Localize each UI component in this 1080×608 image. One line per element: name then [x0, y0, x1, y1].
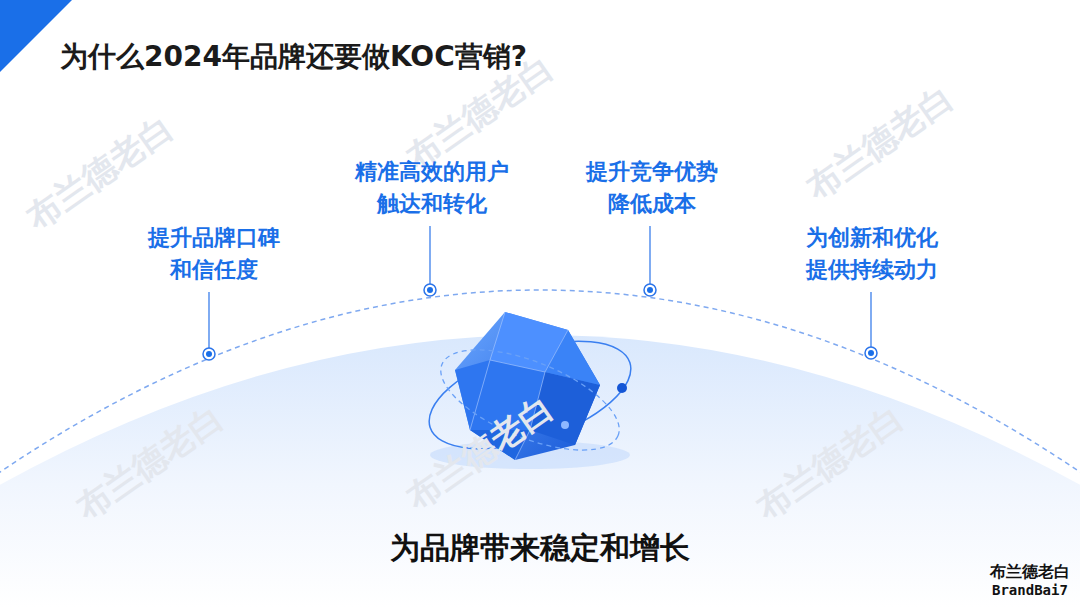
- watermark: 布兰德老白: [17, 105, 183, 240]
- dome: [0, 335, 1080, 608]
- logo-text: 布兰德老白: [990, 562, 1070, 583]
- logo-text: BrandBai7: [992, 582, 1068, 598]
- benefit-label: 提升竞争优势 降低成本: [552, 156, 752, 220]
- watermark: 布兰德老白: [797, 75, 963, 210]
- benefit-label: 精准高效的用户 触达和转化: [332, 156, 532, 220]
- slide-caption: 为品牌带来稳定和增长: [390, 528, 690, 569]
- benefit-label: 为创新和优化 提供持续动力: [772, 222, 972, 286]
- slide-title: 为什么2024年品牌还要做KOC营销?: [60, 38, 527, 76]
- benefit-label: 提升品牌口碑 和信任度: [114, 222, 314, 286]
